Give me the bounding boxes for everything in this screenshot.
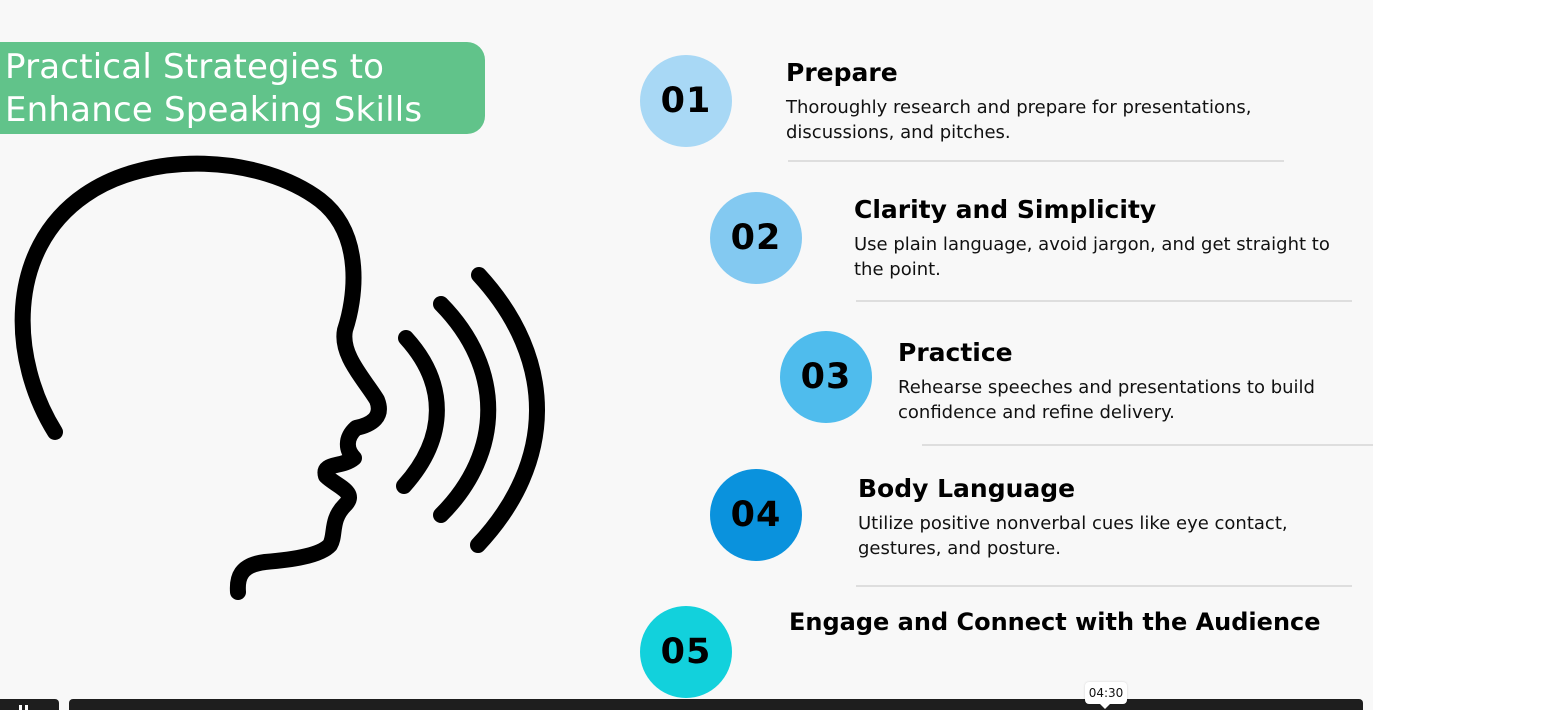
sound-wave-large: [470, 267, 545, 553]
video-controls: [0, 699, 1373, 710]
time-tooltip-pointer: [1099, 703, 1111, 709]
step-title: Clarity and Simplicity: [854, 195, 1157, 224]
step-number-badge: 04: [710, 469, 802, 561]
slide: Practical Strategies to Enhance Speaking…: [0, 42, 1373, 710]
step-number: 04: [730, 495, 782, 535]
slide-title-line1: Practical Strategies to: [5, 47, 385, 87]
step-description: Rehearse speeches and presentations to b…: [898, 377, 1315, 423]
time-tooltip: 04:30: [1085, 682, 1127, 704]
slide-title: Practical Strategies to Enhance Speaking…: [0, 42, 485, 134]
step-number: 05: [660, 632, 712, 672]
step-number-badge: 03: [780, 331, 872, 423]
step-description: Thoroughly research and prepare for pres…: [786, 97, 1252, 143]
head-outline: [14, 155, 387, 600]
step-title: Prepare: [786, 58, 898, 87]
step-description: Utilize positive nonverbal cues like eye…: [858, 513, 1288, 559]
progress-bar[interactable]: [69, 699, 1363, 710]
step-number: 03: [800, 357, 852, 397]
step-separator: [856, 585, 1352, 587]
step-title: Engage and Connect with the Audience: [789, 608, 1321, 636]
pause-icon: [19, 705, 29, 710]
step-description: Use plain language, avoid jargon, and ge…: [854, 234, 1330, 280]
step-separator: [788, 160, 1284, 162]
step-number: 01: [660, 81, 712, 121]
step-separator: [922, 444, 1373, 446]
slide-title-line2: Enhance Speaking Skills: [5, 90, 423, 130]
step-number-badge: 01: [640, 55, 732, 147]
step-separator: [856, 300, 1352, 302]
step-title: Practice: [898, 338, 1013, 367]
step-number: 02: [730, 218, 782, 258]
play-pause-button[interactable]: [0, 699, 59, 710]
speaking-head-icon: [14, 155, 545, 600]
step-number-badge: 05: [640, 606, 732, 698]
sound-wave-small: [396, 330, 445, 494]
step-title: Body Language: [858, 474, 1076, 503]
step-number-badge: 02: [710, 192, 802, 284]
sound-wave-medium: [433, 296, 497, 523]
